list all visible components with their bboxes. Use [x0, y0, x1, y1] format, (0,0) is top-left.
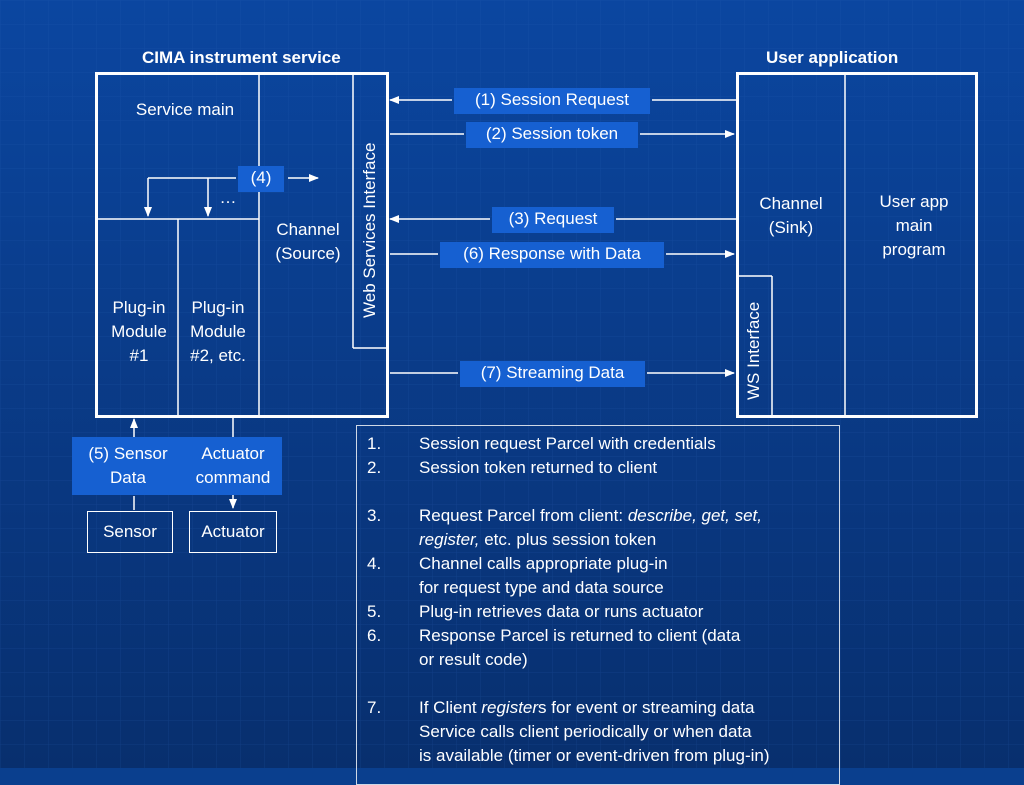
sensor-box: Sensor: [87, 511, 173, 553]
message-streaming-data: (7) Streaming Data: [460, 361, 645, 387]
user-application-box: [736, 72, 978, 418]
channel-source-label: Channel(Source): [275, 220, 341, 263]
ellipsis-label: …: [219, 188, 237, 207]
user-app-title: User application: [766, 48, 899, 67]
notes-panel: 1.Session request Parcel with credential…: [356, 425, 840, 785]
message-session-token: (2) Session token: [466, 122, 638, 148]
web-services-interface-label: Web Services Interface: [360, 142, 379, 318]
service-main-label: Service main: [135, 100, 235, 119]
message-request: (3) Request: [492, 207, 614, 233]
message-response-with-data: (6) Response with Data: [440, 242, 664, 268]
diagram-lines: [97, 74, 846, 510]
message-session-request: (1) Session Request: [454, 88, 650, 114]
instrument-service-box: [95, 72, 389, 418]
actuator-box: Actuator: [189, 511, 277, 553]
ws-interface-label: WS Interface: [744, 301, 763, 400]
channel-sink-label: Channel(Sink): [759, 194, 823, 237]
service-title: CIMA instrument service: [142, 48, 341, 67]
step4-label: (4): [238, 166, 284, 192]
